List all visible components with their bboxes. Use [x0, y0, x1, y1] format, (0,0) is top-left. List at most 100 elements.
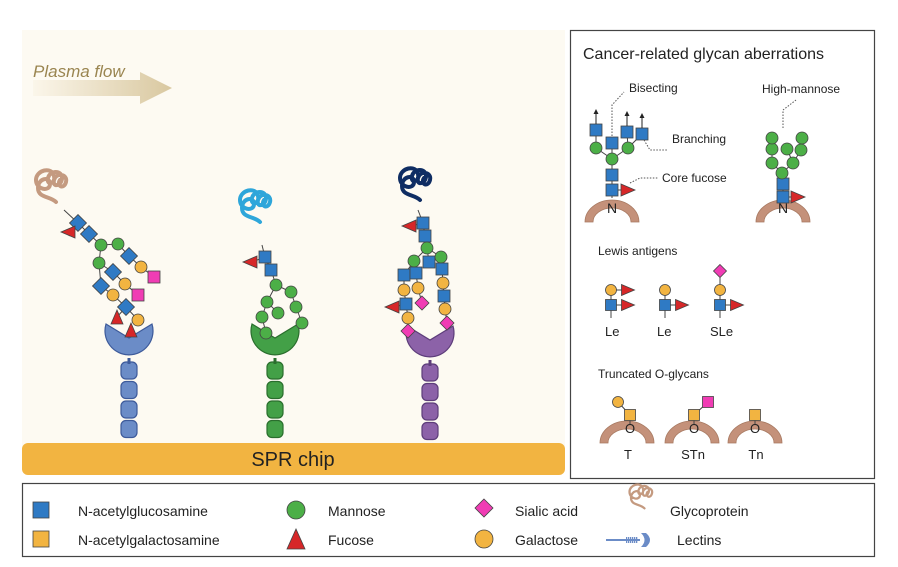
glcnac-square-icon	[409, 266, 423, 280]
spr-chip	[22, 443, 565, 475]
lectin-legend-segment	[634, 537, 636, 543]
galnac-square-icon	[32, 530, 50, 548]
mannose-circle-icon	[94, 238, 108, 252]
legend-label-sialic-acid: Sialic acid	[515, 503, 578, 519]
glcnac-square-icon	[605, 183, 619, 197]
fucose-triangle-icon	[675, 298, 690, 312]
glcnac-square-icon	[119, 246, 139, 266]
lectin-legend-segment	[626, 537, 628, 543]
fucose-triangle-icon	[790, 190, 807, 204]
protein-backbone-arc	[755, 199, 811, 223]
lectin-binding-cup	[104, 323, 154, 356]
galactose-circle-icon	[438, 302, 452, 316]
glcnac-square-icon	[79, 224, 99, 244]
fucose-triangle-icon	[59, 225, 76, 239]
o-glycan-label-stn: STn	[681, 447, 705, 462]
branching-pointer	[643, 139, 668, 151]
fucose-triangle-icon	[621, 298, 636, 312]
glcnac-square-icon	[418, 229, 432, 243]
mannose-circle-icon	[289, 300, 303, 314]
mannose-circle-icon	[589, 141, 603, 155]
core-fucose-label: Core fucose	[662, 171, 727, 185]
truncated-o-glycans-heading: Truncated O-glycans	[598, 367, 709, 381]
glcnac-square-icon	[620, 125, 634, 139]
core-fucose-pointer	[629, 177, 658, 184]
legend-icons	[32, 483, 654, 550]
galactose-circle-icon	[106, 288, 120, 302]
galnac-square-icon	[688, 409, 700, 421]
plasma-flow-label: Plasma flow	[33, 62, 126, 81]
o-letter-1: O	[625, 421, 635, 436]
fucose-triangle-icon	[124, 321, 138, 338]
glcnac-square-icon	[776, 190, 790, 204]
sialic-diamond-icon	[439, 315, 455, 331]
lectin-legend-segment	[628, 537, 630, 543]
fucose-triangle-icon	[383, 300, 400, 314]
glycoprotein-icon	[33, 168, 69, 204]
mannose-circle-icon	[111, 237, 125, 251]
plasma-flow-arrow	[33, 72, 172, 104]
galactose-circle-icon	[118, 277, 132, 291]
lectin-stem-segment	[266, 419, 284, 439]
mannose-circle-icon	[259, 326, 273, 340]
flow-arrow-icon	[33, 72, 172, 104]
protein-backbone-arc	[727, 420, 783, 444]
lectin-stem-segment	[120, 361, 138, 380]
galactose-circle-icon	[474, 529, 494, 549]
fucose-triangle-icon	[110, 308, 124, 325]
galactose-circle-icon	[436, 276, 450, 290]
spr-chip-label: SPR chip	[251, 449, 334, 471]
legend-label-lectins: Lectins	[677, 532, 721, 548]
o-letter-3: O	[750, 421, 760, 436]
mannose-circle-icon	[295, 316, 309, 330]
galactose-circle-icon	[401, 311, 415, 325]
glcnac-square-icon	[605, 136, 619, 150]
bisecting-pointer	[611, 91, 625, 136]
mannose-circle-icon	[286, 500, 306, 520]
glcnac-square-icon	[416, 216, 430, 230]
mannose-circle-icon	[92, 256, 106, 270]
mannose-circle-icon	[780, 142, 794, 156]
legend-label-galnac: N-acetylgalactosamine	[78, 532, 220, 548]
glcnac-square-icon	[635, 127, 649, 141]
glcnac-square-icon	[714, 299, 726, 311]
fucose-triangle-icon	[286, 528, 306, 550]
glcnac-square-icon	[435, 262, 449, 276]
legend-label-galactose: Galactose	[515, 532, 578, 548]
extension-arrow-icon	[624, 111, 630, 116]
glcnac-square-icon	[776, 177, 790, 191]
glcnac-square-icon	[32, 501, 50, 519]
lectin-stem-segment	[120, 400, 138, 419]
glycoprotein-icon	[628, 483, 654, 510]
glcnac-square-icon	[103, 262, 123, 282]
sialic-square-icon	[702, 396, 714, 408]
o-glycan-label-t: T	[624, 447, 632, 462]
glcnac-square-icon	[589, 123, 603, 137]
galactose-circle-icon	[397, 283, 411, 297]
protein-backbone-arc	[599, 420, 655, 444]
protein-backbone-arc	[584, 199, 640, 223]
lectin-stem-segment	[421, 402, 439, 421]
mannose-circle-icon	[765, 156, 779, 170]
bisecting-label: Bisecting	[629, 81, 678, 95]
lewis-label-3: SLe	[710, 324, 733, 339]
branching-label: Branching	[672, 132, 726, 146]
mannose-circle-icon	[621, 141, 635, 155]
sialic-diamond-icon	[414, 295, 430, 311]
lectin-stem-segment	[266, 380, 284, 400]
legend-box	[21, 482, 876, 558]
glcnac-square-icon	[659, 299, 671, 311]
lewis-antigens-heading: Lewis antigens	[598, 244, 677, 258]
mannose-circle-icon	[775, 166, 789, 180]
lectin-stem-segment	[421, 363, 439, 382]
galactose-circle-icon	[659, 284, 671, 296]
galactose-circle-icon	[605, 284, 617, 296]
lectin-stem-segment	[266, 400, 284, 419]
legend-label-mannose: Mannose	[328, 503, 386, 519]
extension-arrow-icon	[593, 109, 599, 114]
lectin-stem-segment	[120, 380, 138, 400]
fucose-triangle-icon	[241, 255, 258, 269]
sialic-diamond-icon	[400, 323, 416, 339]
lectin	[250, 323, 300, 439]
glcnac-square-icon	[258, 250, 272, 264]
